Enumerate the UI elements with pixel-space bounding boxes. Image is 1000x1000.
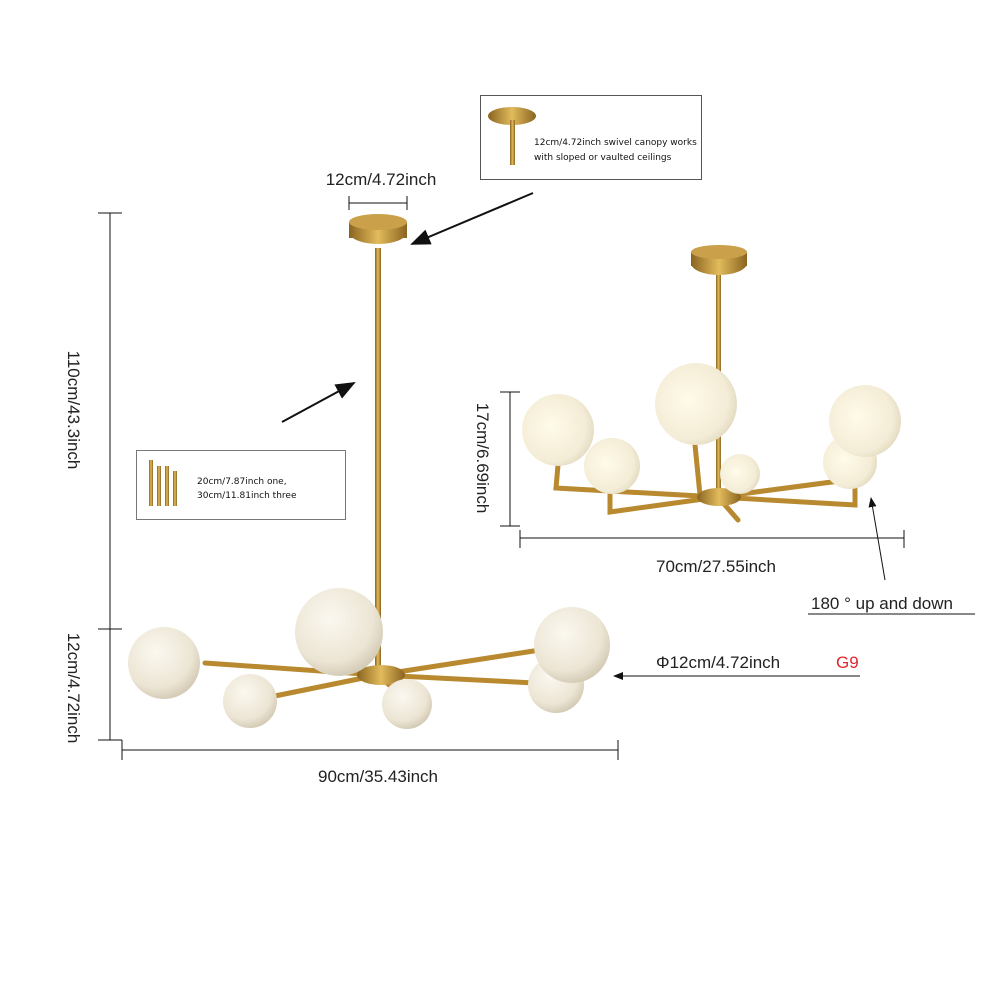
globe: [223, 674, 277, 728]
alt-width-label: 70cm/27.55inch: [656, 557, 776, 576]
rotation-label: 180 ° up and down: [811, 594, 953, 613]
globe: [128, 627, 200, 699]
globe: [382, 679, 432, 729]
globe: [655, 363, 737, 445]
rod-callout-box: 20cm/7.87inch one, 30cm/11.81inch three: [136, 450, 346, 520]
canopy-callout-line2: with sloped or vaulted ceilings: [534, 153, 672, 163]
main-width-label: 90cm/35.43inch: [318, 767, 438, 786]
bulb-type-label: G9: [836, 653, 859, 672]
globe: [829, 385, 901, 457]
canopy-callout-box: 12cm/4.72inch swivel canopy works with s…: [480, 95, 702, 180]
body-height-label: 12cm/4.72inch: [64, 633, 83, 744]
globe: [584, 438, 640, 494]
globe: [522, 394, 594, 466]
total-height-label: 110cm/43.3inch: [64, 351, 83, 470]
canopy-callout-line1: 12cm/4.72inch swivel canopy works: [534, 138, 697, 148]
canopy-arrow: [410, 192, 534, 245]
alt-width-dimension-line: [519, 530, 905, 548]
main-chandelier: [128, 214, 610, 729]
globe-size-label: Φ12cm/4.72inch: [656, 653, 780, 672]
alt-height-dimension-line: [500, 391, 520, 527]
rod-callout-line1: 20cm/7.87inch one,: [197, 477, 287, 487]
main-width-dimension-line: [121, 740, 619, 760]
rod-arrow: [281, 382, 356, 423]
rod-callout-line2: 30cm/11.81inch three: [197, 491, 297, 501]
rotation-arrow: [868, 497, 886, 581]
alt-chandelier: [522, 245, 901, 523]
canopy-width-label: 12cm/4.72inch: [326, 170, 437, 189]
canopy-dimension: [348, 196, 408, 210]
alt-height-label: 17cm/6.69inch: [473, 403, 492, 514]
globe: [720, 454, 760, 494]
height-dimension-line: [98, 212, 122, 741]
globe: [534, 607, 610, 683]
globe: [295, 588, 383, 676]
